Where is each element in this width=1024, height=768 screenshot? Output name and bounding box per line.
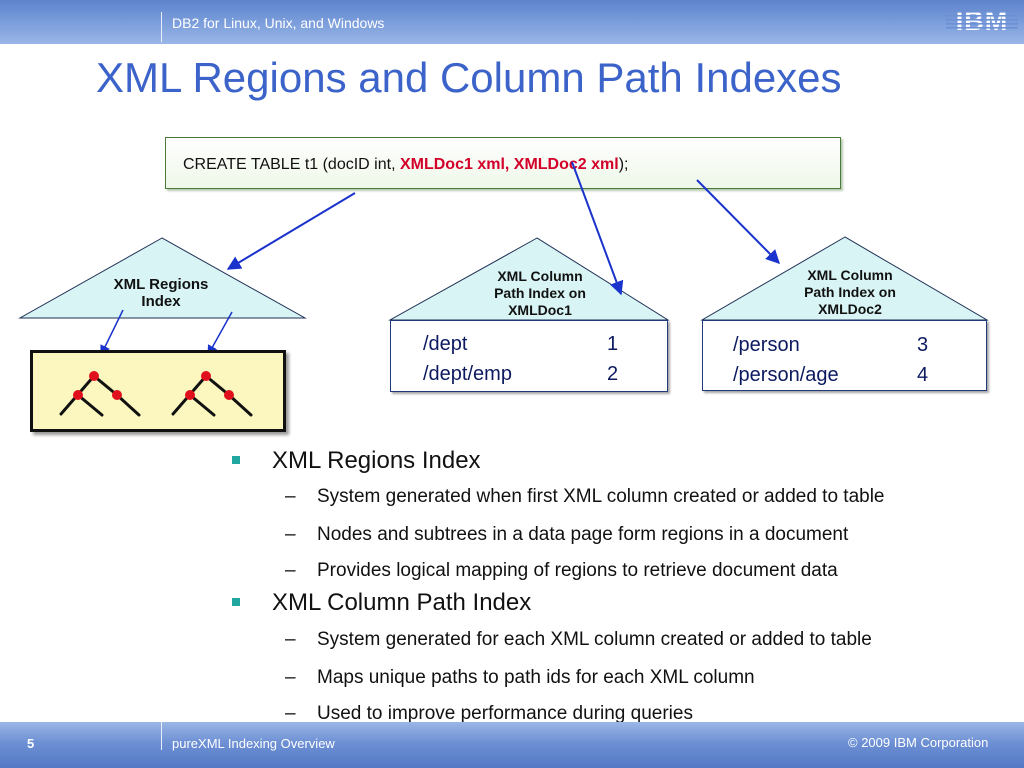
bullet-square-icon [232,598,240,606]
page-number: 5 [27,736,35,751]
dash-icon: – [285,629,296,650]
column-index-1-label-text: XML Column Path Index on XMLDoc1 [494,268,586,318]
path-id: 4 [917,364,929,386]
sql-highlight: XMLDoc1 xml, XMLDoc2 xml [399,156,619,173]
sql-suffix: ); [618,156,629,173]
ibm-logo: IBM [946,6,1018,35]
product-name: DB2 for Linux, Unix, and Windows [172,15,385,31]
create-table-box: CREATE TABLE t1 (docID int, XMLDoc1 xml,… [165,137,841,189]
dash-icon: – [285,524,296,545]
bullet-square-icon [232,456,240,464]
path-entry: /dept [423,333,468,355]
column-index-2-label: XML Column Path Index on XMLDoc2 [773,267,927,318]
column-index-1-label: XML Column Path Index on XMLDoc1 [463,268,617,319]
arrow-to-column-index-2 [696,179,780,264]
sub-bullet-text: Provides logical mapping of regions to r… [317,560,838,581]
create-table-statement: CREATE TABLE t1 (docID int, XMLDoc1 xml,… [183,156,628,174]
xml-regions-box [30,350,286,432]
regions-index-label: XML Regions Index [86,276,236,310]
header-bar: DB2 for Linux, Unix, and Windows IBM [0,0,1024,44]
dash-icon: – [285,560,296,581]
path-entry: /person [733,334,800,356]
regions-index-label-text: XML Regions Index [113,276,209,310]
bullet-text: XML Regions Index [272,447,481,474]
dash-icon: – [285,486,296,507]
path-id: 2 [607,363,619,385]
path-index-table-2: /person 3 /person/age 4 [702,320,987,391]
footer-bar: 5 pureXML Indexing Overview © 2009 IBM C… [0,722,1024,768]
arrow-to-regions-index [226,192,356,270]
path-id: 3 [917,334,929,356]
region-tree-1 [59,374,141,417]
slide-title: XML Regions and Column Path Indexes [96,54,842,101]
footer-divider [161,722,162,750]
path-entry: /dept/emp [423,363,512,385]
bullet-text: XML Column Path Index [272,589,532,616]
sub-bullet-text: System generated when first XML column c… [317,486,885,507]
sql-prefix: CREATE TABLE t1 (docID int, [183,156,400,173]
dash-icon: – [285,703,296,724]
path-index-table-1: /dept 1 /dept/emp 2 [390,320,668,392]
arrow-to-region-2 [207,311,233,356]
arrow-to-region-1 [100,309,124,356]
footer-section: pureXML Indexing Overview [172,736,335,751]
region-tree-2 [171,374,253,417]
region-trees-graphic [59,371,253,417]
column-index-2-label-text: XML Column Path Index on XMLDoc2 [804,267,896,317]
path-id: 1 [607,333,619,355]
copyright: © 2009 IBM Corporation [848,735,989,750]
sub-bullet-text: Used to improve performance during queri… [317,703,693,724]
sub-bullet-text: System generated for each XML column cre… [317,629,872,650]
header-divider [161,12,162,42]
path-entry: /person/age [733,364,839,386]
sub-bullet-text: Nodes and subtrees in a data page form r… [317,524,849,545]
sub-bullet-text: Maps unique paths to path ids for each X… [317,667,755,688]
dash-icon: – [285,667,296,688]
